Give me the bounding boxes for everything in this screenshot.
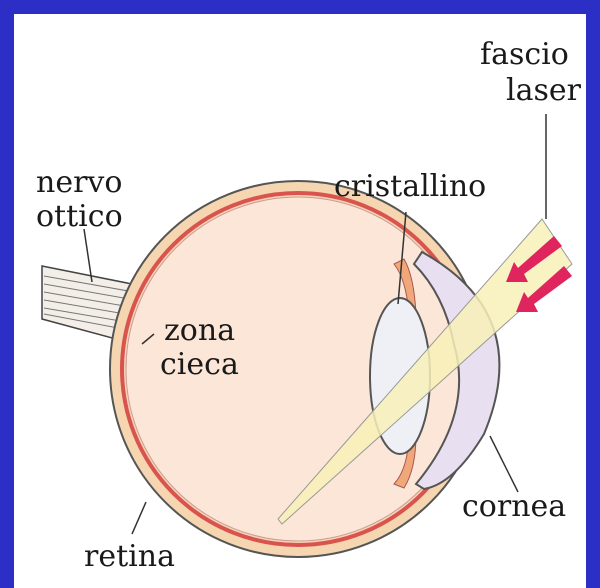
optic-nerve-label-line2: ottico: [36, 199, 123, 234]
blind-spot-label-line1: zona: [164, 313, 235, 348]
retina-leader-line: [132, 502, 146, 534]
cornea-leader-line: [490, 436, 518, 492]
diagram-canvas: fascio laser nervo ottico cristallino zo…: [14, 14, 586, 588]
cornea-label: cornea: [462, 489, 566, 524]
eye-diagram: fascio laser nervo ottico cristallino zo…: [14, 14, 586, 588]
laser-label-line2: laser: [506, 73, 582, 108]
blind-spot-label-line2: cieca: [160, 347, 239, 382]
optic-nerve-label-line1: nervo: [36, 165, 122, 200]
retina-label: retina: [84, 539, 175, 574]
laser-label-line1: fascio: [480, 37, 569, 72]
lens-label: cristallino: [334, 169, 486, 204]
